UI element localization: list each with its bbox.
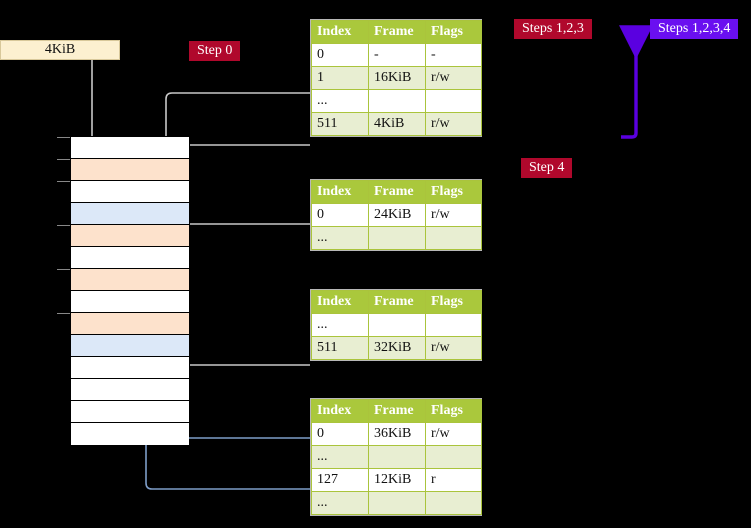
column-header-frame: Frame: [368, 290, 426, 314]
table-cell: 1: [311, 66, 369, 90]
table-row: ...: [311, 313, 482, 337]
column-header-flags: Flags: [425, 20, 482, 44]
memory-frame-row: [71, 247, 189, 269]
table-row: ...: [311, 89, 482, 113]
table-cell: [368, 445, 426, 469]
table-row: ...: [311, 226, 482, 250]
memory-frame-row: [57, 269, 189, 291]
table-cell: r/w: [425, 112, 482, 136]
column-header-flags: Flags: [425, 180, 482, 204]
frame-tick-mark: [57, 313, 70, 314]
badge-steps-123: Steps 1,2,3: [514, 19, 592, 39]
memory-frame-row: [57, 181, 189, 203]
page-size-box: 4KiB: [0, 40, 120, 60]
table-cell: [425, 445, 482, 469]
memory-frame-row: [71, 379, 189, 401]
table-cell: 4KiB: [368, 112, 426, 136]
memory-frame-row: [71, 423, 189, 445]
column-header-flags: Flags: [425, 399, 482, 423]
badge-step-0: Step 0: [189, 41, 241, 61]
column-header-index: Index: [311, 399, 369, 423]
memory-frame-row: [71, 203, 189, 225]
table-cell: 0: [311, 43, 369, 67]
badge-steps-1234: Steps 1,2,3,4: [650, 19, 739, 39]
memory-frame-row: [71, 357, 189, 379]
badge-step-4: Step 4: [521, 158, 573, 178]
connector-table1-to-grid: [175, 223, 310, 261]
memory-frame-row: [57, 225, 189, 247]
frame-tick-mark: [57, 159, 70, 160]
table-cell: 12KiB: [368, 468, 426, 492]
table-cell: 0: [311, 422, 369, 446]
column-header-index: Index: [311, 20, 369, 44]
table-cell: 511: [311, 112, 369, 136]
frame-tick-mark: [57, 225, 70, 226]
table-cell: ...: [311, 491, 369, 515]
table-cell: [368, 313, 426, 337]
table-cell: [425, 226, 482, 250]
table-cell: -: [425, 43, 482, 67]
table-cell: [368, 226, 426, 250]
table-cell: ...: [311, 89, 369, 113]
frame-tick-mark: [57, 137, 70, 138]
column-header-index: Index: [311, 290, 369, 314]
column-header-frame: Frame: [368, 20, 426, 44]
memory-frame-row: [57, 137, 189, 159]
frame-tick-mark: [57, 269, 70, 270]
connector-grid-to-table1: [175, 144, 310, 163]
memory-frame-row: [71, 401, 189, 423]
memory-frame-row: [57, 159, 189, 181]
memory-frame-row: [71, 291, 189, 313]
table-cell: [368, 491, 426, 515]
table-cell: [425, 313, 482, 337]
table-cell: 36KiB: [368, 422, 426, 446]
frame-tick-mark: [57, 181, 70, 182]
column-header-index: Index: [311, 180, 369, 204]
table-cell: -: [368, 43, 426, 67]
table-cell: ...: [311, 313, 369, 337]
table-cell: r/w: [425, 422, 482, 446]
memory-frame-row: [71, 335, 189, 357]
table-cell: r/w: [425, 336, 482, 360]
table-row: ...: [311, 491, 482, 515]
table-cell: 0: [311, 203, 369, 227]
table-cell: ...: [311, 445, 369, 469]
memory-frame-row: [57, 313, 189, 335]
connector-purple-bracket: [619, 25, 653, 139]
table-cell: r/w: [425, 203, 482, 227]
table-cell: [425, 491, 482, 515]
column-header-frame: Frame: [368, 180, 426, 204]
table-cell: 511: [311, 336, 369, 360]
connector-grid-to-table2: [175, 305, 310, 366]
table-cell: ...: [311, 226, 369, 250]
table-cell: r: [425, 468, 482, 492]
table-row: ...: [311, 445, 482, 469]
physical-memory-grid: [57, 136, 190, 445]
table-cell: 127: [311, 468, 369, 492]
table-cell: [425, 89, 482, 113]
table-cell: 16KiB: [368, 66, 426, 90]
table-cell: 24KiB: [368, 203, 426, 227]
column-header-flags: Flags: [425, 290, 482, 314]
table-cell: r/w: [425, 66, 482, 90]
table-cell: [368, 89, 426, 113]
column-header-frame: Frame: [368, 399, 426, 423]
table-row: 0--: [311, 43, 482, 67]
table-cell: 32KiB: [368, 336, 426, 360]
